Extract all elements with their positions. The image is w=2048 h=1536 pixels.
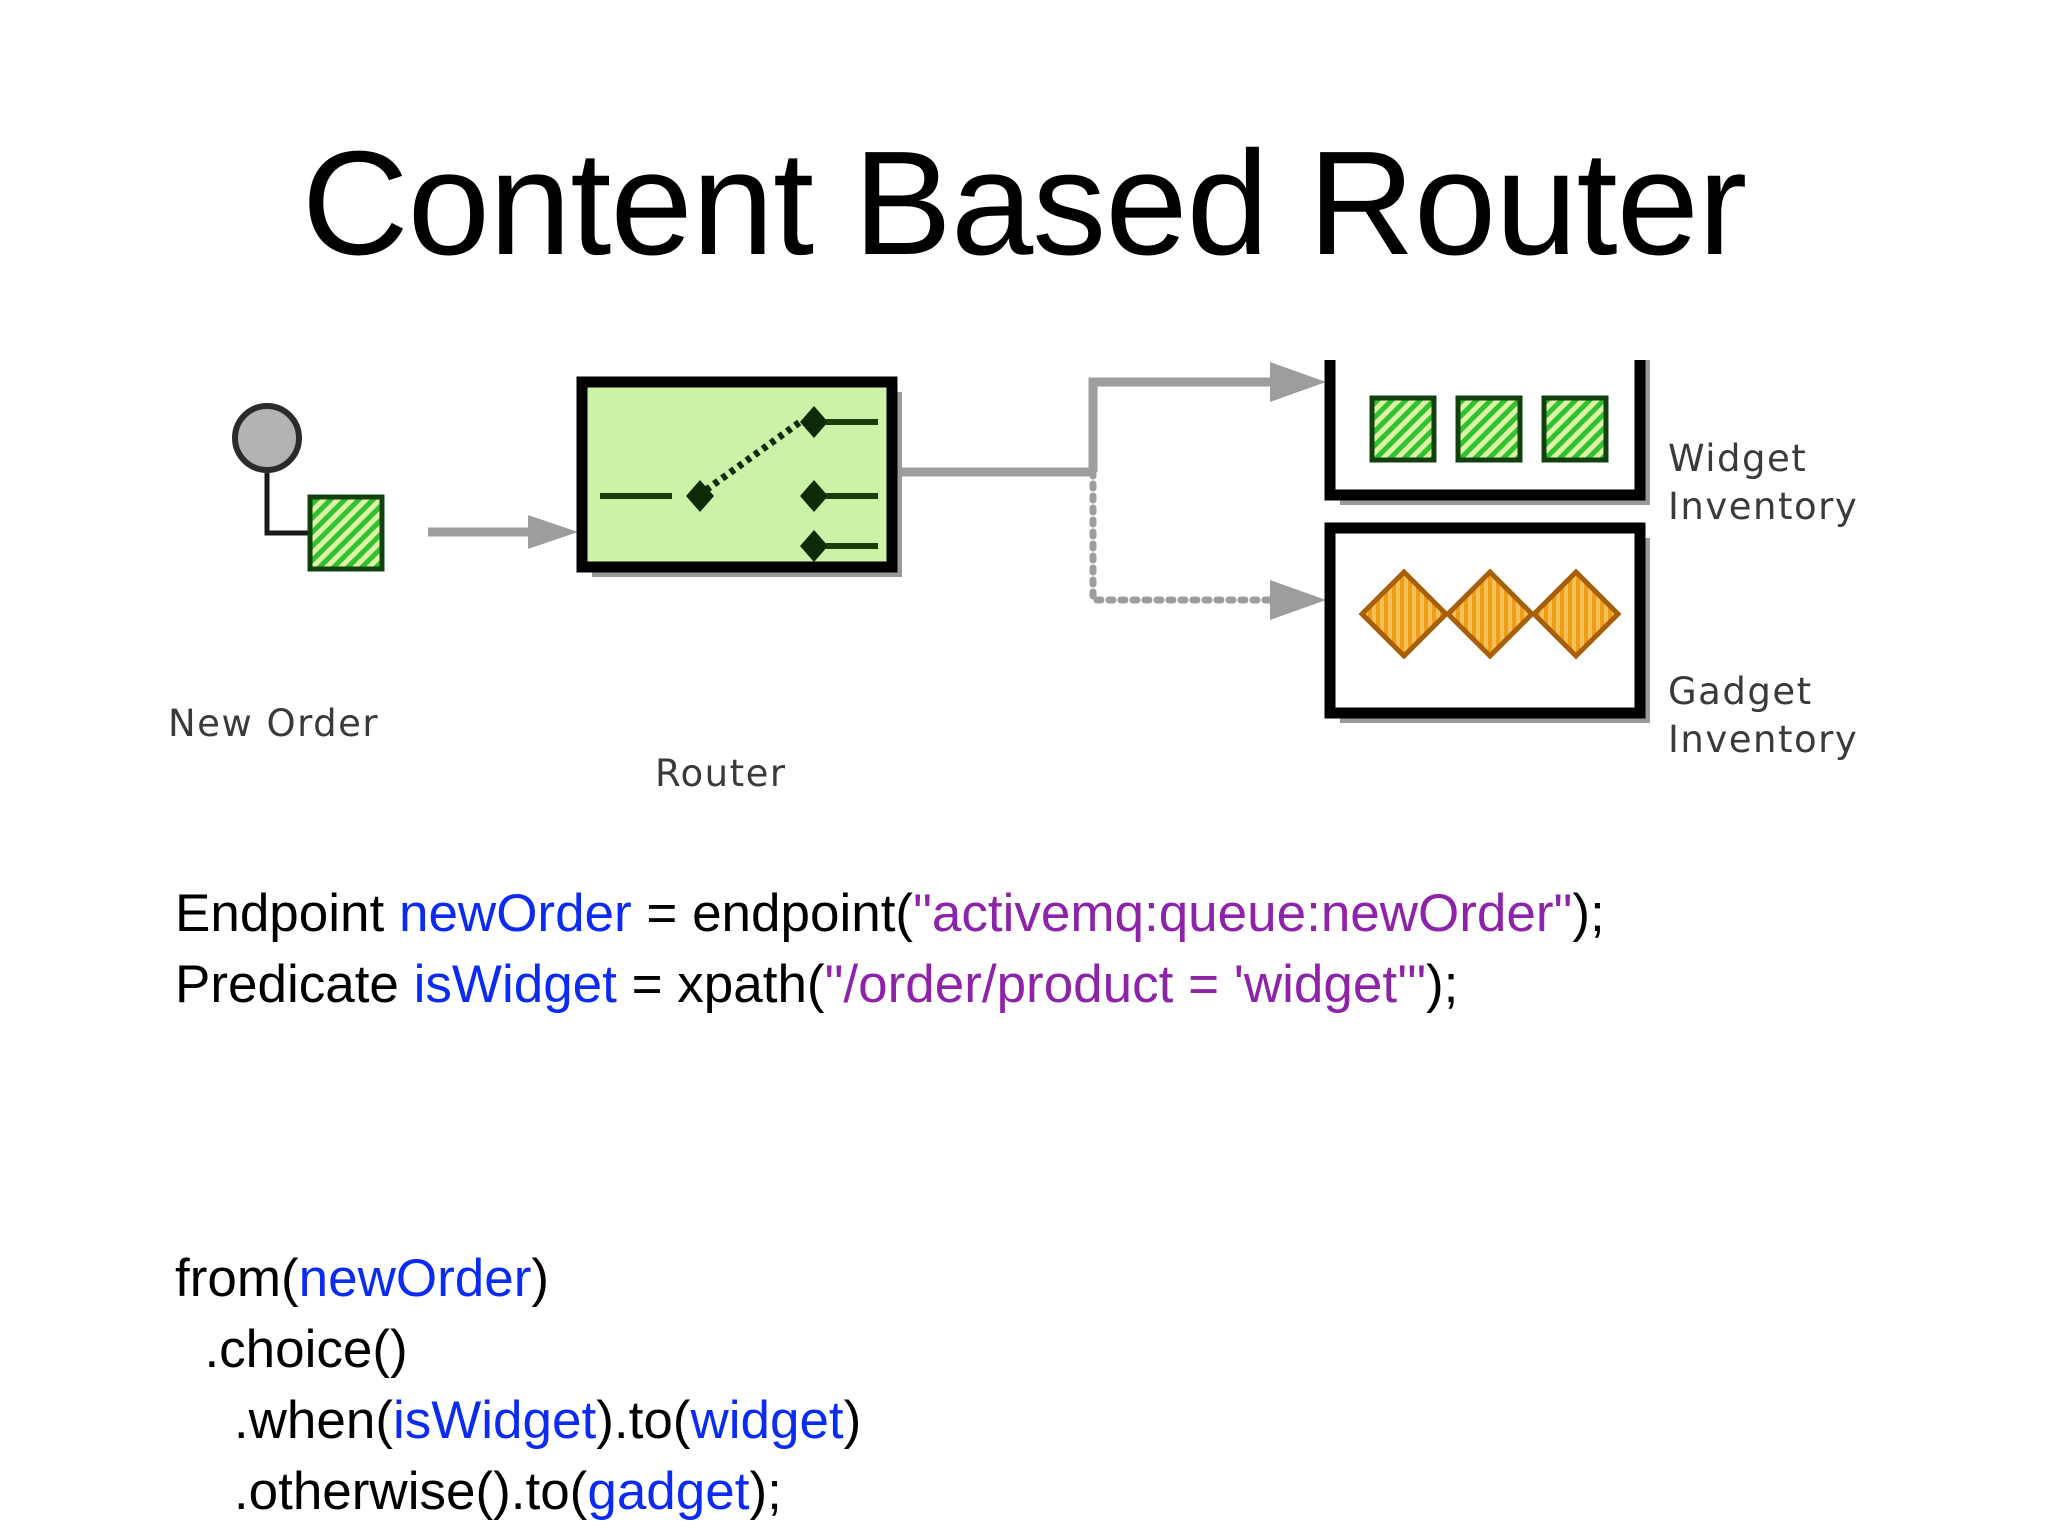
code-token-plain: ).to(: [596, 1391, 691, 1450]
code-token-var: gadget: [587, 1462, 750, 1521]
code-token-plain: from(: [175, 1249, 299, 1308]
router-node: [576, 376, 902, 577]
code-line: .when(isWidget).to(widget): [175, 1385, 861, 1456]
widget-item-icon: [1369, 395, 1437, 463]
gadget-item-icon: [1530, 568, 1622, 660]
code-line: .choice(): [175, 1314, 861, 1385]
code-line: Predicate isWidget = xpath("/order/produ…: [175, 949, 1605, 1020]
widget-item-icon: [1541, 395, 1609, 463]
message-endpoint-circle-icon: [232, 403, 302, 473]
connector-router-branch: [902, 362, 1326, 620]
router-label: Router: [655, 752, 787, 795]
gadget-item-icon: [1444, 568, 1536, 660]
message-square-icon: [307, 494, 385, 572]
code-token-var: newOrder: [298, 1249, 532, 1308]
code-token-var: newOrder: [398, 884, 632, 943]
code-token-str: "/order/product = 'widget'": [824, 955, 1427, 1014]
connector-new-order-to-router: [428, 515, 578, 549]
code-token-plain: );: [1426, 955, 1459, 1014]
code-token-var: isWidget: [413, 955, 617, 1014]
widget-inventory-label: Widget Inventory: [1668, 437, 1859, 528]
code-token-plain: );: [749, 1462, 782, 1521]
code-token-plain: ): [531, 1249, 550, 1308]
code-line: .otherwise().to(gadget);: [175, 1456, 861, 1527]
code-token-plain: Predicate: [175, 955, 414, 1014]
code-token-plain: .choice(): [175, 1320, 408, 1379]
code-line: from(newOrder): [175, 1243, 861, 1314]
code-line: Endpoint newOrder = endpoint("activemq:q…: [175, 878, 1605, 949]
content-based-router-diagram: [0, 360, 2048, 840]
widget-item-icon: [1455, 395, 1523, 463]
widget-inventory-node: [1324, 360, 1650, 505]
new-order-node: [232, 403, 385, 572]
gadget-item-icon: [1358, 568, 1450, 660]
code-token-plain: Endpoint: [175, 884, 399, 943]
code-token-var: isWidget: [392, 1391, 597, 1450]
code-token-plain: .when(: [175, 1391, 393, 1450]
code-token-plain: = xpath(: [616, 955, 825, 1014]
code-block-definitions: Endpoint newOrder = endpoint("activemq:q…: [175, 878, 1605, 1020]
code-token-plain: );: [1572, 884, 1605, 943]
gadget-inventory-node: [1324, 522, 1650, 723]
code-token-var: widget: [690, 1391, 844, 1450]
code-token-plain: = endpoint(: [631, 884, 914, 943]
code-block-route: from(newOrder) .choice() .when(isWidget)…: [175, 1243, 861, 1527]
page-title: Content Based Router: [301, 121, 1747, 286]
gadget-inventory-label: Gadget Inventory: [1668, 670, 1859, 761]
code-token-str: "activemq:queue:newOrder": [913, 884, 1573, 943]
new-order-label: New Order: [168, 702, 380, 745]
code-token-plain: .otherwise().to(: [175, 1462, 588, 1521]
code-token-plain: ): [843, 1391, 862, 1450]
